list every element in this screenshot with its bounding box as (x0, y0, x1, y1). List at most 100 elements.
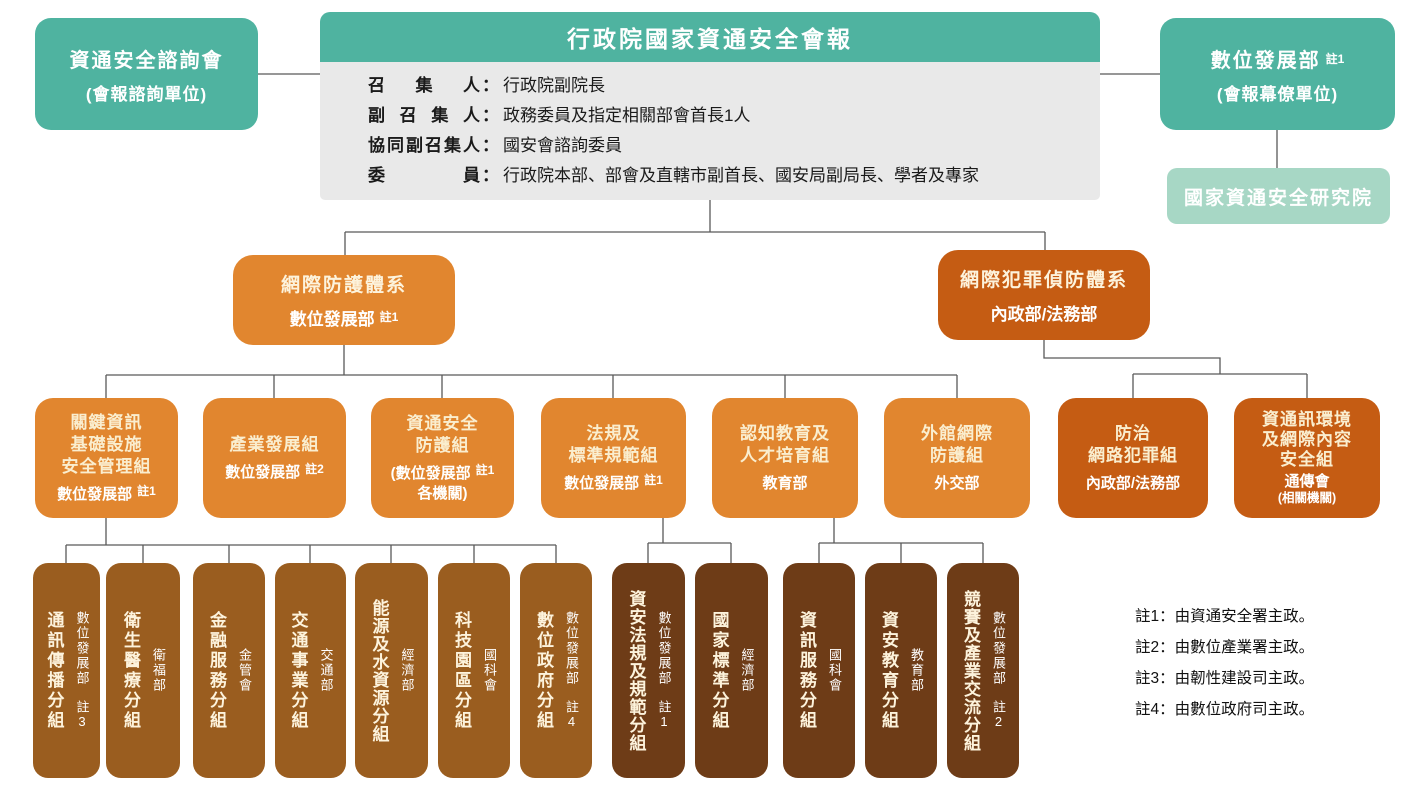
subgroup-name: 資訊服務分組 (797, 610, 816, 731)
subgroup-name: 資安教育分組 (879, 610, 898, 731)
note-ref: 註1 (656, 700, 672, 730)
role-row-convener: 召集人：行政院副院長 (368, 71, 1076, 101)
dept-label: 經濟部 (739, 648, 755, 693)
role-label: 召集人 (368, 76, 480, 95)
dept-label: 數位發展部 (991, 611, 1006, 686)
note-ref: 註1 (644, 472, 663, 487)
protection-system-node: 網際防護體系 數位發展部註1 (233, 255, 455, 345)
subgroup-national-standards: 國家標準分組 經濟部 (695, 563, 768, 778)
note-ref: 註2 (305, 461, 324, 476)
protection-system-title: 網際防護體系 (280, 275, 407, 296)
group-title-line: 標準規範組 (568, 445, 659, 465)
subgroup-dept: 經濟部 (398, 648, 417, 693)
dept-label: (數位發展部 (390, 465, 471, 482)
dept-label: 教育部 (909, 648, 924, 693)
subgroup-health-medical: 衛生醫療分組 衛福部 (106, 563, 180, 778)
subgroup-dept: 交通部 (317, 648, 336, 693)
subgroup-transportation: 交通事業分組 交通部 (275, 563, 346, 778)
group-title: 防治 網路犯罪組 (1088, 423, 1178, 467)
subgroup-name: 資安法規及規範分組 (626, 589, 646, 752)
dept-label: 衛福部 (151, 648, 166, 693)
group-title-line: 資通訊環境 (1262, 410, 1352, 429)
group-title-line: 關鍵資訊 (70, 412, 143, 432)
note-ref: 註1 (475, 463, 495, 477)
subgroup-dept: 國科會 (480, 648, 499, 693)
group-overseas-protection: 外館網際 防護組 外交部 (884, 398, 1030, 518)
group-title: 資通訊環境 及網際內容 安全組 (1262, 410, 1352, 470)
dept-label: 數位發展部 (74, 611, 90, 686)
role-label: 委員 (368, 166, 480, 185)
subgroup-competitions-industry-exchange: 競賽及產業交流分組 數位發展部註2 (947, 563, 1019, 778)
subgroup-dept: 衛福部 (149, 648, 168, 693)
subgroup-dept: 金管會 (235, 648, 254, 693)
footnotes: 註1：由資通安全署主政。 註2：由數位產業署主政。 註3：由韌性建設司主政。 註… (1135, 601, 1314, 725)
subgroup-science-parks: 科技園區分組 國科會 (438, 563, 510, 778)
group-title: 產業發展組 (229, 434, 320, 454)
note-ref: 註1 (379, 310, 399, 324)
dept-label: 數位發展部 (564, 611, 579, 686)
note-ref: 註2 (991, 700, 1006, 730)
group-dept: 外交部 (934, 475, 980, 492)
dept-label: 數位發展部 (564, 474, 640, 492)
taskforce-roles: 召集人：行政院副院長 副召集人：政務委員及指定相關部會首長1人 協同副召集人：國… (320, 62, 1100, 200)
group-title: 認知教育及 人才培育組 (740, 423, 830, 467)
research-institute-node: 國家資通安全研究院 (1167, 168, 1390, 224)
secretariat-subtitle: (會報幕僚單位) (1216, 84, 1339, 104)
group-title-line: 防護組 (930, 446, 984, 465)
role-separator: ： (482, 106, 499, 125)
subgroup-dept: 經濟部 (738, 648, 757, 693)
role-separator: ： (482, 166, 499, 185)
subgroup-dept: 數位發展部註3 (73, 611, 92, 730)
group-industry-development: 產業發展組 數位發展部註2 (203, 398, 346, 518)
role-value: 政務委員及指定相關部會首長1人 (503, 106, 751, 125)
dept-label: 國科會 (827, 648, 842, 693)
role-label: 協同副召集人 (368, 136, 480, 155)
footnote-3: 註3：由韌性建設司主政。 (1135, 670, 1315, 687)
advisory-council-title: 資通安全諮詢會 (69, 49, 224, 72)
subgroup-dept: 國科會 (825, 648, 844, 693)
group-security-protection: 資通安全 防護組 (數位發展部註1 各機關) (371, 398, 514, 518)
group-dept-extra: (相關機關) (1277, 491, 1337, 505)
group-education-talent: 認知教育及 人才培育組 教育部 (712, 398, 858, 518)
group-ict-environment-content: 資通訊環境 及網際內容 安全組 通傳會 (相關機關) (1234, 398, 1380, 518)
footnote-1: 註1：由資通安全署主政。 (1135, 608, 1315, 625)
role-separator: ： (482, 76, 499, 95)
role-label: 副召集人 (368, 106, 480, 125)
protection-system-dept: 數位發展部註1 (290, 305, 399, 330)
subgroup-dept: 數位發展部註2 (989, 611, 1008, 730)
subgroup-communications: 通訊傳播分組 數位發展部註3 (33, 563, 100, 778)
dept-label: 金管會 (237, 648, 252, 693)
group-dept: 數位發展部註2 (225, 461, 324, 483)
note-ref: 註4 (564, 700, 579, 730)
role-separator: ： (482, 136, 499, 155)
subgroup-name: 衛生醫療分組 (121, 610, 140, 731)
group-title-line: 認知教育及 (740, 424, 830, 443)
subgroup-name: 通訊傳播分組 (44, 610, 64, 731)
group-title-line: 防護組 (415, 436, 470, 455)
role-row-deputy-convener: 副召集人：政務委員及指定相關部會首長1人 (368, 101, 1076, 131)
group-dept: (數位發展部註1 各機關) (390, 463, 495, 503)
group-cybercrime-prevention: 防治 網路犯罪組 內政部/法務部 (1058, 398, 1208, 518)
crime-system-dept: 內政部/法務部 (990, 305, 1098, 324)
group-title-line: 網路犯罪組 (1088, 446, 1178, 465)
group-title: 法規及 標準規範組 (569, 423, 659, 467)
dept-line: (數位發展部註1 (390, 463, 495, 484)
note-ref: 註3 (74, 700, 90, 730)
group-title-line: 基礎設施 (70, 434, 143, 454)
group-title-line: 防治 (1115, 424, 1151, 443)
role-value: 行政院副院長 (503, 76, 605, 95)
subgroup-name: 金融服務分組 (207, 610, 226, 731)
dept-label: 經濟部 (399, 648, 415, 693)
group-title-line: 資通安全 (406, 414, 479, 433)
secretariat-note-ref: 註1 (1325, 51, 1345, 66)
subgroup-digital-government: 數位政府分組 數位發展部註4 (520, 563, 592, 778)
secretariat-title-row: 數位發展部註1 (1211, 44, 1345, 73)
group-critical-infrastructure: 關鍵資訊 基礎設施 安全管理組 數位發展部註1 (35, 398, 178, 518)
role-row-co-deputy-convener: 協同副召集人：國安會諮詢委員 (368, 131, 1076, 161)
subgroup-energy-water: 能源及水資源分組 經濟部 (355, 563, 428, 778)
subgroup-financial-services: 金融服務分組 金管會 (193, 563, 265, 778)
group-dept: 教育部 (762, 475, 808, 492)
note-ref: 註1 (137, 483, 156, 498)
